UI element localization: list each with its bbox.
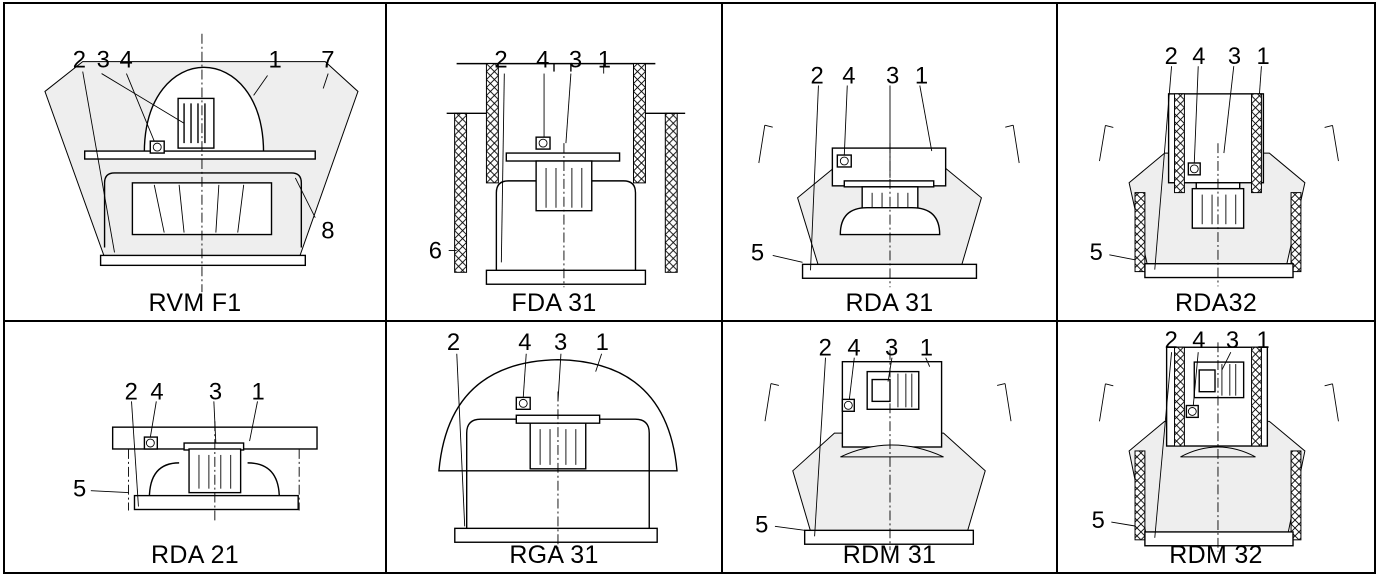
rvm-f1-label-3: 3: [97, 47, 110, 74]
rdm-31-label-4: 4: [847, 335, 860, 362]
rvm-f1-label-7: 7: [321, 47, 334, 74]
rga-31-label-3: 3: [554, 329, 567, 356]
rda-31-label-4: 4: [842, 62, 855, 89]
rvm-f1-label-2: 2: [73, 47, 86, 74]
rdm-32-label-3: 3: [1226, 328, 1239, 354]
fda-31-label-1: 1: [598, 47, 611, 74]
rda32-label-3: 3: [1228, 44, 1241, 70]
caption-rda-21: RDA 21: [151, 541, 239, 569]
rdm-32-label-1: 1: [1256, 328, 1269, 354]
rvm-f1-drawing: 2 3 4 1 7 8: [44, 33, 359, 293]
rga-31-drawing: 2 4 3 1: [438, 329, 678, 551]
rdm-31-label-2: 2: [819, 335, 832, 362]
rvm-f1-label-8: 8: [321, 218, 334, 245]
cell-rdm-32: 2 4 3 1 5 RDM 32: [1058, 322, 1374, 572]
rdm-32-label-2: 2: [1165, 328, 1178, 354]
cell-rda32: 2 4 3 1 5 RDA32: [1058, 4, 1374, 322]
rda32-drawing: 2 4 3 1 5: [1090, 44, 1339, 287]
rda-31-label-3: 3: [886, 62, 899, 89]
fda-31-label-6: 6: [429, 237, 442, 264]
fda-31-label-2: 2: [494, 47, 507, 74]
rdm-32-drawing: 2 4 3 1 5: [1092, 328, 1339, 552]
rda32-label-5: 5: [1090, 240, 1103, 266]
fda-31-drawing: 2 4 3 1 6: [429, 47, 686, 288]
caption-rda32: RDA32: [1174, 289, 1258, 317]
rvm-f1-label-1: 1: [269, 47, 282, 74]
rda-21-drawing: 2 4 3 1 5: [73, 378, 318, 521]
rda-21-label-4: 4: [150, 378, 163, 405]
rdm-31-label-3: 3: [885, 335, 898, 362]
rvm-f1-label-4: 4: [119, 47, 132, 74]
rdm-31-label-5: 5: [755, 511, 768, 538]
rga-31-label-2: 2: [447, 329, 460, 356]
cell-rdm-31: 2 4 3 1 5 RDM 31: [723, 322, 1058, 572]
caption-rdm-31: RDM 31: [842, 541, 937, 569]
rda-21-label-5: 5: [73, 476, 86, 503]
caption-rga-31: RGA 31: [509, 541, 599, 569]
caption-rvm-f1: RVM F1: [148, 289, 242, 317]
rga-31-label-1: 1: [596, 329, 609, 356]
rda32-label-2: 2: [1165, 44, 1178, 70]
rdm-32-label-5: 5: [1092, 508, 1105, 534]
rda32-label-4: 4: [1192, 44, 1205, 70]
caption-fda-31: FDA 31: [511, 289, 597, 317]
caption-rdm-32: RDM 32: [1169, 541, 1263, 569]
rda-21-label-2: 2: [125, 378, 138, 405]
rda-31-label-1: 1: [915, 62, 928, 89]
rda-31-label-2: 2: [811, 62, 824, 89]
fan-variants-table: 2 3 4 1 7 8 RVM F1: [3, 2, 1376, 574]
rda32-label-1: 1: [1256, 44, 1269, 70]
rdm-31-label-1: 1: [920, 335, 933, 362]
rda-21-label-1: 1: [252, 378, 265, 405]
fda-31-label-4: 4: [536, 47, 549, 74]
rga-31-label-4: 4: [518, 329, 531, 356]
rda-21-label-3: 3: [209, 378, 222, 405]
rdm-31-drawing: 2 4 3 1 5: [755, 335, 1012, 551]
caption-rda-31: RDA 31: [845, 289, 934, 317]
rdm-32-label-4: 4: [1192, 328, 1205, 354]
cell-rga-31: 2 4 3 1 RGA 31: [387, 322, 723, 572]
rda-31-drawing: 2 4 3 1 5: [751, 62, 1020, 288]
cell-rvm-f1: 2 3 4 1 7 8 RVM F1: [5, 4, 387, 322]
cell-fda-31: 2 4 3 1 6 FDA 31: [387, 4, 723, 322]
fda-31-label-3: 3: [569, 47, 582, 74]
cell-rda-21: 2 4 3 1 5 RDA 21: [5, 322, 387, 572]
cell-rda-31: 2 4 3 1 5 RDA 31: [723, 4, 1058, 322]
rda-31-label-5: 5: [751, 239, 764, 266]
